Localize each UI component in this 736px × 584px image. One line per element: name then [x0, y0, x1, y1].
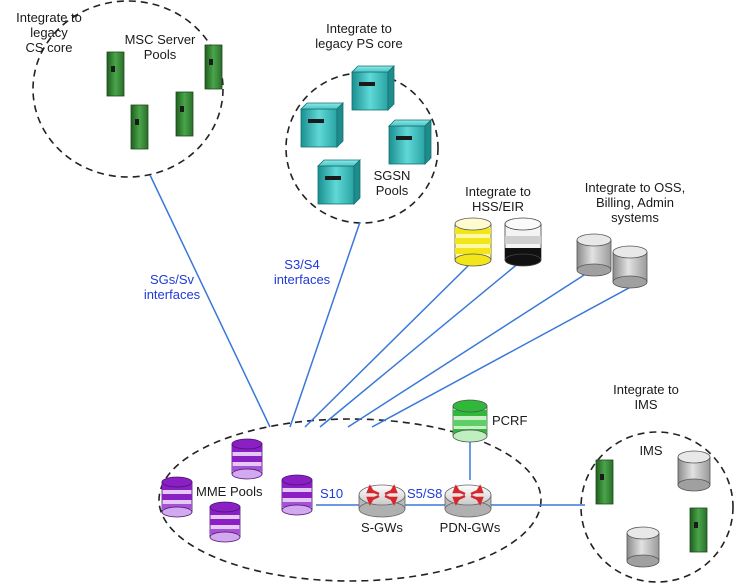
server-tower-icon: [175, 91, 194, 137]
link-lines: [149, 174, 641, 506]
msc-pool-label: MSC Server Pools: [124, 32, 196, 62]
database-icon: [677, 450, 711, 492]
s3-s4-interface-label: S3/S4 interfaces: [273, 257, 331, 287]
ims-nodes: [595, 450, 711, 568]
ims-node-label: IMS: [639, 443, 663, 458]
database-icon: [626, 526, 660, 568]
mme-pool-label: MME Pools: [196, 484, 263, 499]
eir-database-icon: [504, 217, 542, 267]
mme-pool: [161, 438, 313, 543]
pdngw-router-icon: [444, 484, 492, 518]
server-tower-icon: [689, 507, 708, 553]
ps-core-integrate-label: Integrate to legacy PS core: [315, 21, 403, 51]
ims-integrate-label: Integrate to IMS: [613, 382, 679, 412]
hss-database-icon: [454, 217, 492, 267]
database-icon: [576, 233, 612, 277]
sgs-sv-interface-label: SGs/Sv interfaces: [143, 272, 201, 302]
server-cabinet-icon: [351, 65, 395, 111]
server-cabinet-icon: [388, 119, 432, 165]
sgw-label: S-GWs: [361, 520, 403, 535]
ps-core-region: [285, 72, 439, 224]
server-cabinet-icon: [317, 159, 361, 205]
cs-core-integrate-label: Integrate to legacy CS core: [16, 10, 82, 55]
database-icon: [231, 438, 263, 480]
database-icon: [161, 476, 193, 518]
server-tower-icon: [130, 104, 149, 150]
cs-core-region: [32, 0, 224, 178]
s10-interface-label: S10: [320, 486, 344, 501]
hss-integrate-label: Integrate to HSS/EIR: [465, 184, 531, 214]
pdngw-label: PDN-GWs: [439, 520, 501, 535]
pcrf-database-icon: [452, 399, 488, 443]
database-icon: [281, 474, 313, 516]
msc-server-pool: [106, 44, 223, 150]
sgw-router-icon: [358, 484, 406, 518]
server-tower-icon: [204, 44, 223, 90]
ims-region: [580, 431, 734, 583]
server-tower-icon: [106, 51, 125, 97]
sgsn-pool-label: SGSN Pools: [373, 168, 411, 198]
server-tower-icon: [595, 459, 614, 505]
s5-s8-interface-label: S5/S8: [407, 486, 443, 501]
oss-integrate-label: Integrate to OSS, Billing, Admin systems: [584, 180, 686, 225]
evolved-core-region: [158, 418, 542, 582]
database-icon: [209, 501, 241, 543]
pcrf-label: PCRF: [492, 413, 528, 428]
server-cabinet-icon: [300, 102, 344, 148]
sgsn-pool: [300, 65, 432, 205]
database-icon: [612, 245, 648, 289]
